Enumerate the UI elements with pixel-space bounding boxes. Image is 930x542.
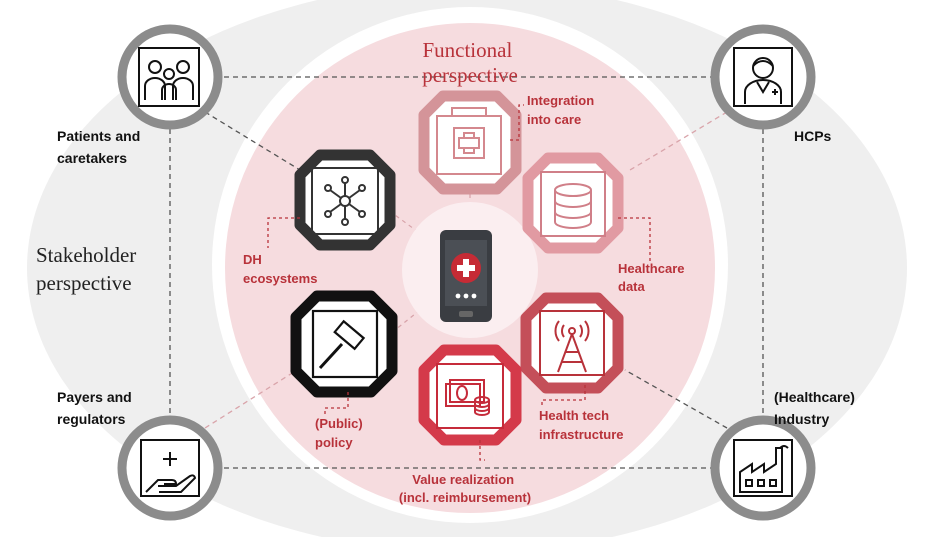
antenna-tower-icon [539,310,605,376]
stakeholder-hcps [710,24,816,130]
label-industry: (Healthcare) Industry [774,389,859,427]
hand-plus-icon [140,439,200,497]
label-hcps: HCPs [794,128,832,144]
label-patients: Patients and caretakers [57,128,144,166]
node-dh-ecosystems [294,149,396,251]
functional-perspective-label: Functional perspective [422,38,518,87]
label-value-realization: Value realization (incl. reimbursement) [399,472,531,505]
stakeholder-industry [710,415,816,521]
stakeholder-perspective-label: Stakeholder perspective [36,243,142,295]
label-payers: Payers and regulators [57,389,136,427]
doctor-icon [733,47,793,107]
stakeholder-payers [117,415,223,521]
node-healthcare-data [522,152,624,254]
money-coins-icon [436,363,504,429]
node-health-tech-infrastructure [520,292,624,394]
label-integration-into-care: Integration into care [527,93,598,127]
node-value-realization [418,344,522,446]
label-health-tech-infrastructure: Health tech infrastructure [539,408,624,442]
smartphone-health-icon [440,230,492,322]
database-icon [540,171,606,237]
label-dh-ecosystems: DH ecosystems [243,252,317,286]
label-healthcare-data: Healthcare data [618,261,688,294]
label-public-policy: (Public) policy [315,416,366,450]
stakeholder-connectors [169,76,764,469]
stakeholder-patients [117,24,223,130]
node-public-policy [290,290,398,398]
factory-icon [733,439,793,497]
node-integration-into-care [418,90,522,195]
family-icon [138,47,200,107]
gavel-icon [311,309,379,379]
network-icon [311,167,379,235]
medical-kit-icon [436,107,502,175]
callout-lines [267,104,651,461]
